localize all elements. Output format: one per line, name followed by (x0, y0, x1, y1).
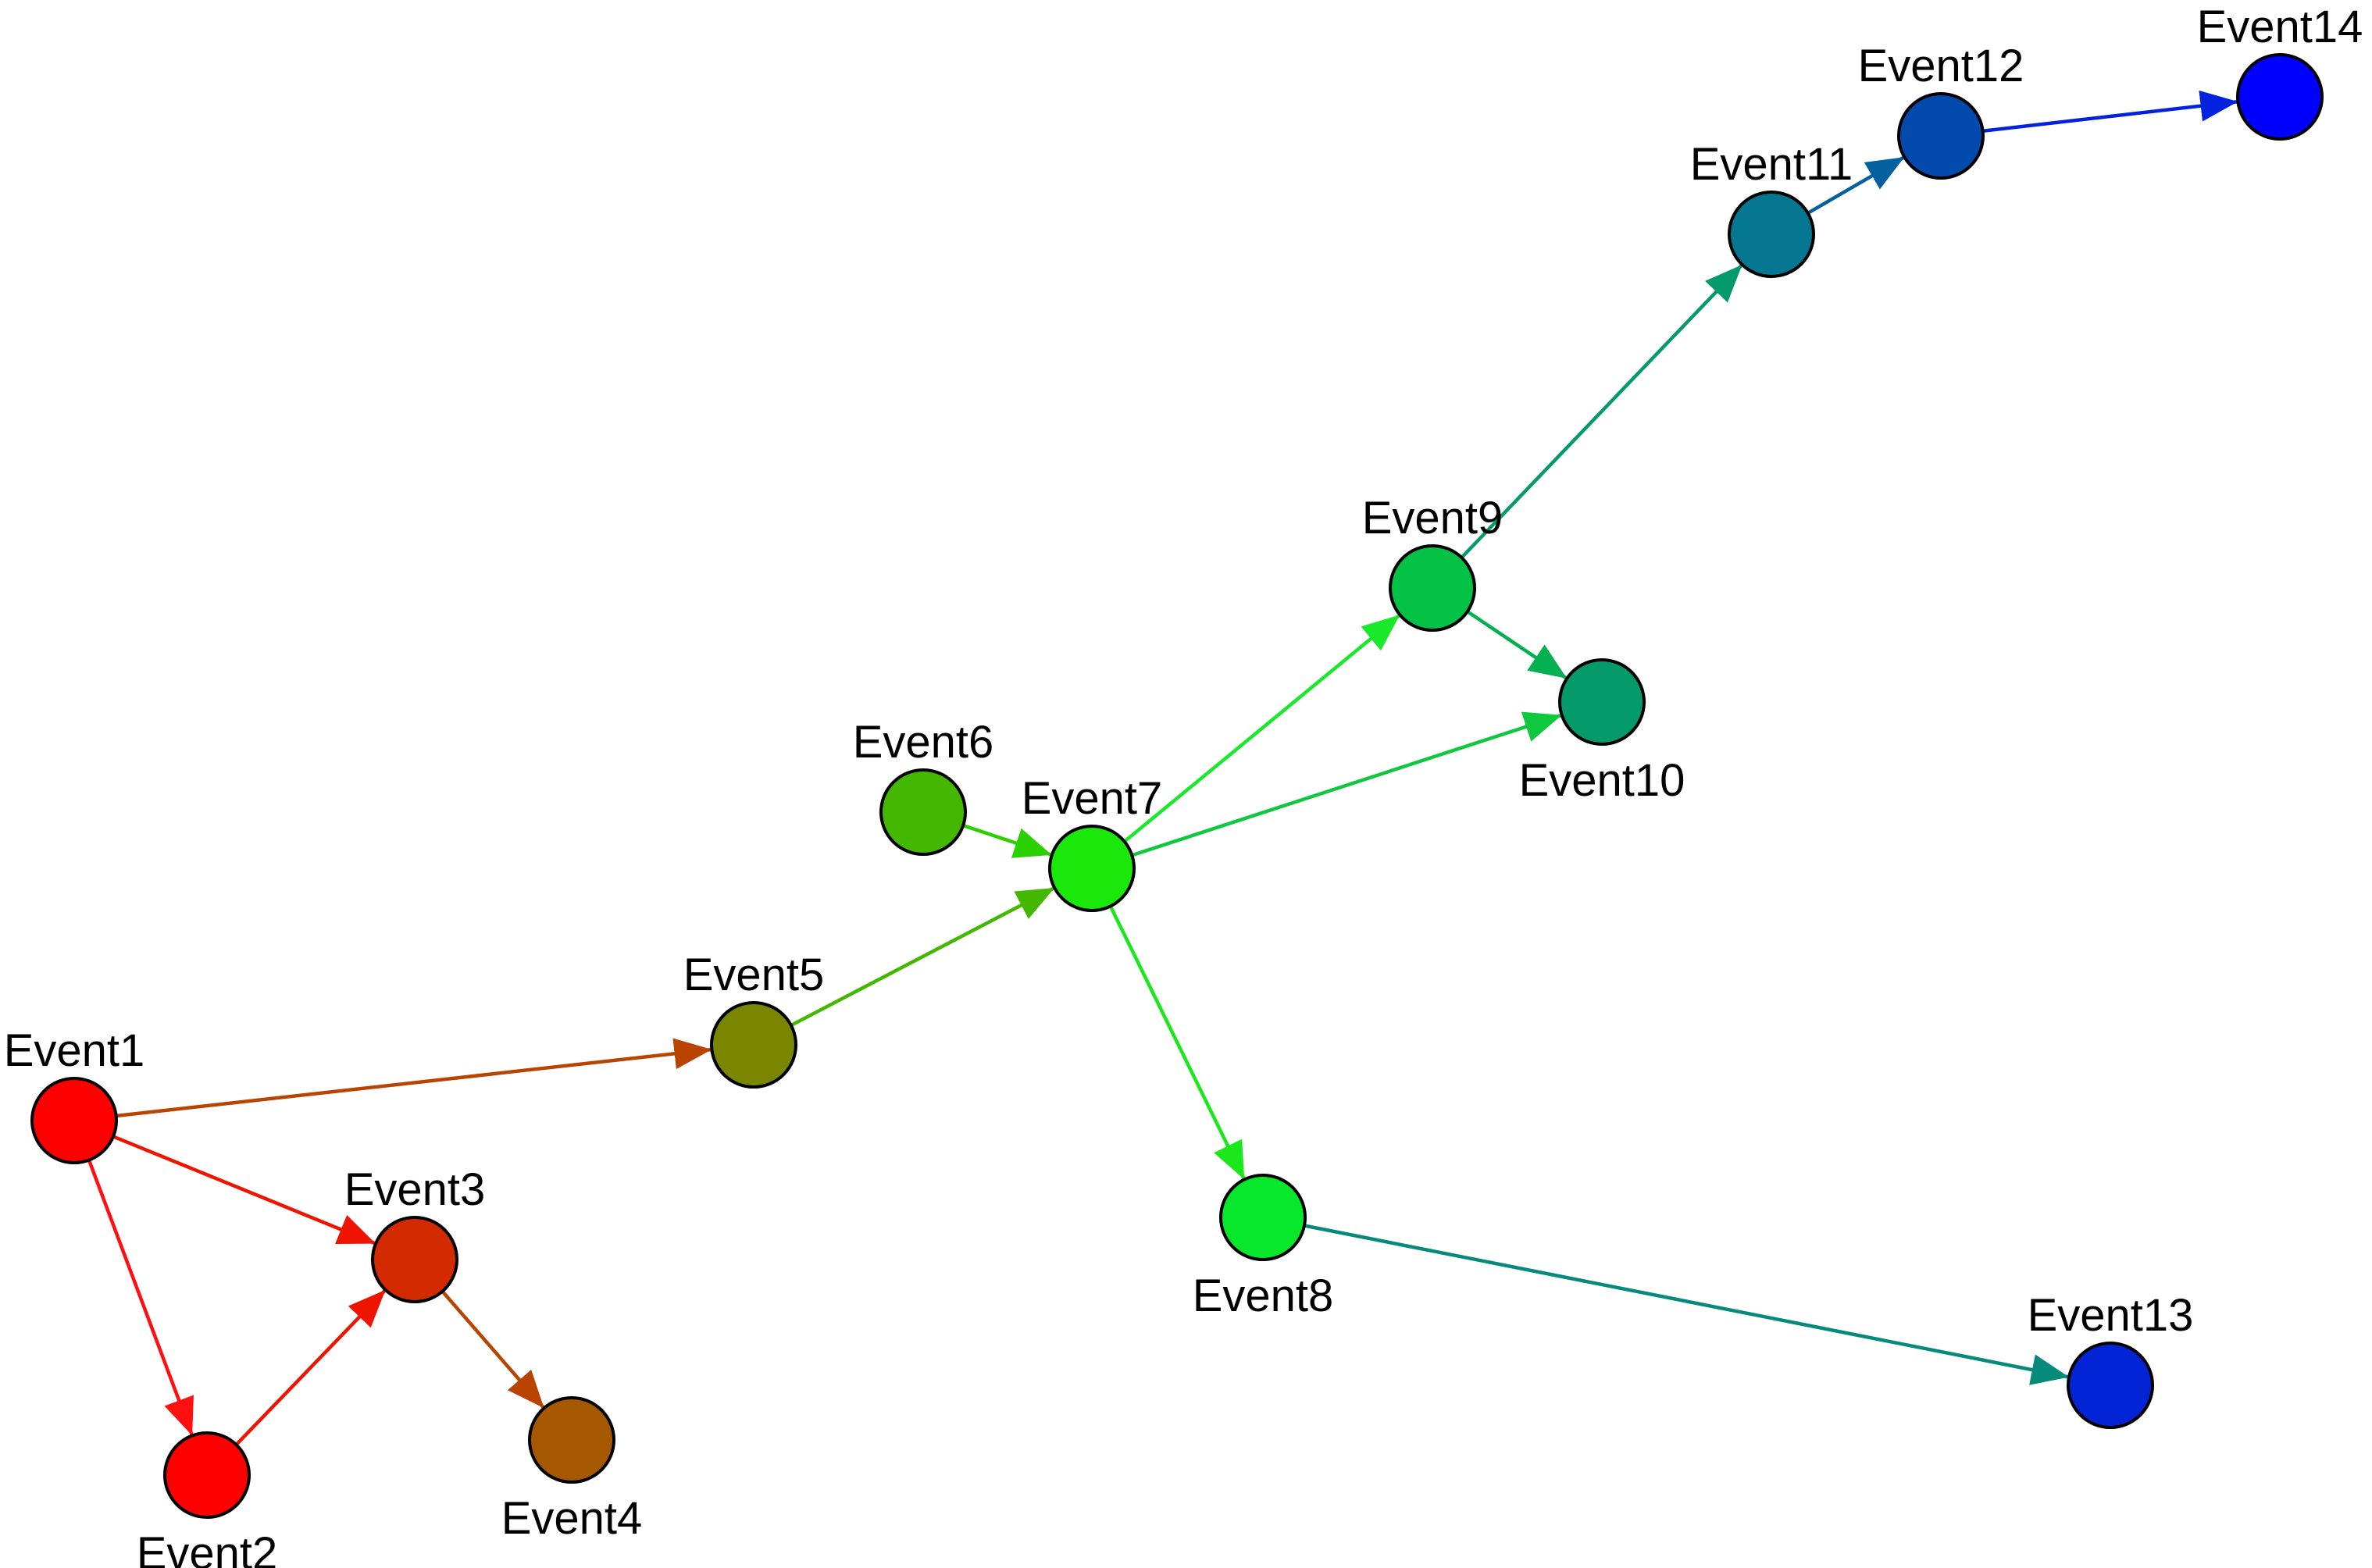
node-event6[interactable]: Event6 (853, 717, 994, 856)
node-circle[interactable] (1389, 544, 1476, 632)
node-label: Event13 (2028, 1290, 2194, 1341)
node-circle[interactable] (528, 1396, 615, 1484)
edge-event7-to-event9 (1123, 614, 1400, 843)
node-event10[interactable]: Event10 (1519, 658, 1685, 806)
node-circle[interactable] (710, 1001, 797, 1089)
edge-event12-to-event14 (1982, 90, 2238, 134)
node-label: Event2 (137, 1528, 278, 1568)
edge-event7-to-event10 (1131, 711, 1562, 857)
node-event7[interactable]: Event7 (1022, 773, 1163, 912)
node-label: Event10 (1519, 755, 1685, 806)
node-event12[interactable]: Event12 (1858, 41, 2024, 180)
node-label: Event4 (501, 1493, 643, 1544)
edge-event5-to-event7 (790, 886, 1055, 1028)
node-event14[interactable]: Event14 (2197, 2, 2363, 141)
node-circle[interactable] (879, 768, 967, 856)
node-label: Event7 (1022, 773, 1163, 824)
node-label: Event9 (1362, 493, 1503, 543)
node-label: Event14 (2197, 2, 2363, 52)
nodes-layer: Event1Event2Event3Event4Event5Event6Even… (4, 2, 2363, 1568)
node-circle[interactable] (1558, 658, 1646, 746)
node-event13[interactable]: Event13 (2028, 1290, 2194, 1429)
node-circle[interactable] (1219, 1174, 1307, 1261)
node-circle[interactable] (2067, 1342, 2154, 1429)
node-event5[interactable]: Event5 (683, 950, 825, 1089)
node-event4[interactable]: Event4 (501, 1396, 643, 1544)
node-label: Event8 (1193, 1270, 1334, 1321)
edge-event1-to-event2 (87, 1159, 194, 1436)
edge-event8-to-event13 (1304, 1224, 2070, 1385)
edges-layer (87, 90, 2238, 1446)
node-circle[interactable] (2236, 53, 2324, 141)
edge-event11-to-event12 (1807, 156, 1905, 215)
edge-event3-to-event4 (441, 1290, 544, 1409)
node-event1[interactable]: Event1 (4, 1025, 145, 1164)
node-circle[interactable] (163, 1431, 251, 1519)
node-label: Event6 (853, 717, 994, 768)
edge-event1-to-event3 (112, 1135, 376, 1245)
node-event11[interactable]: Event11 (1690, 139, 1853, 278)
node-circle[interactable] (1048, 825, 1136, 912)
node-label: Event12 (1858, 41, 2024, 91)
node-event3[interactable]: Event3 (344, 1164, 486, 1303)
node-label: Event3 (344, 1164, 486, 1215)
edge-event9-to-event10 (1466, 610, 1568, 679)
node-event2[interactable]: Event2 (137, 1431, 278, 1568)
edge-event9-to-event11 (1460, 264, 1742, 559)
node-event9[interactable]: Event9 (1362, 493, 1503, 632)
edge-event6-to-event7 (962, 823, 1052, 858)
edge-event1-to-event5 (116, 1038, 712, 1118)
edge-event2-to-event3 (234, 1289, 386, 1446)
node-label: Event11 (1690, 139, 1853, 190)
node-circle[interactable] (371, 1216, 458, 1303)
edge-event7-to-event8 (1108, 905, 1246, 1180)
node-label: Event5 (683, 950, 825, 1000)
node-label: Event1 (4, 1025, 145, 1076)
node-circle[interactable] (1897, 92, 1985, 180)
node-circle[interactable] (1728, 191, 1815, 278)
node-circle[interactable] (30, 1077, 118, 1164)
node-event8[interactable]: Event8 (1193, 1174, 1334, 1321)
